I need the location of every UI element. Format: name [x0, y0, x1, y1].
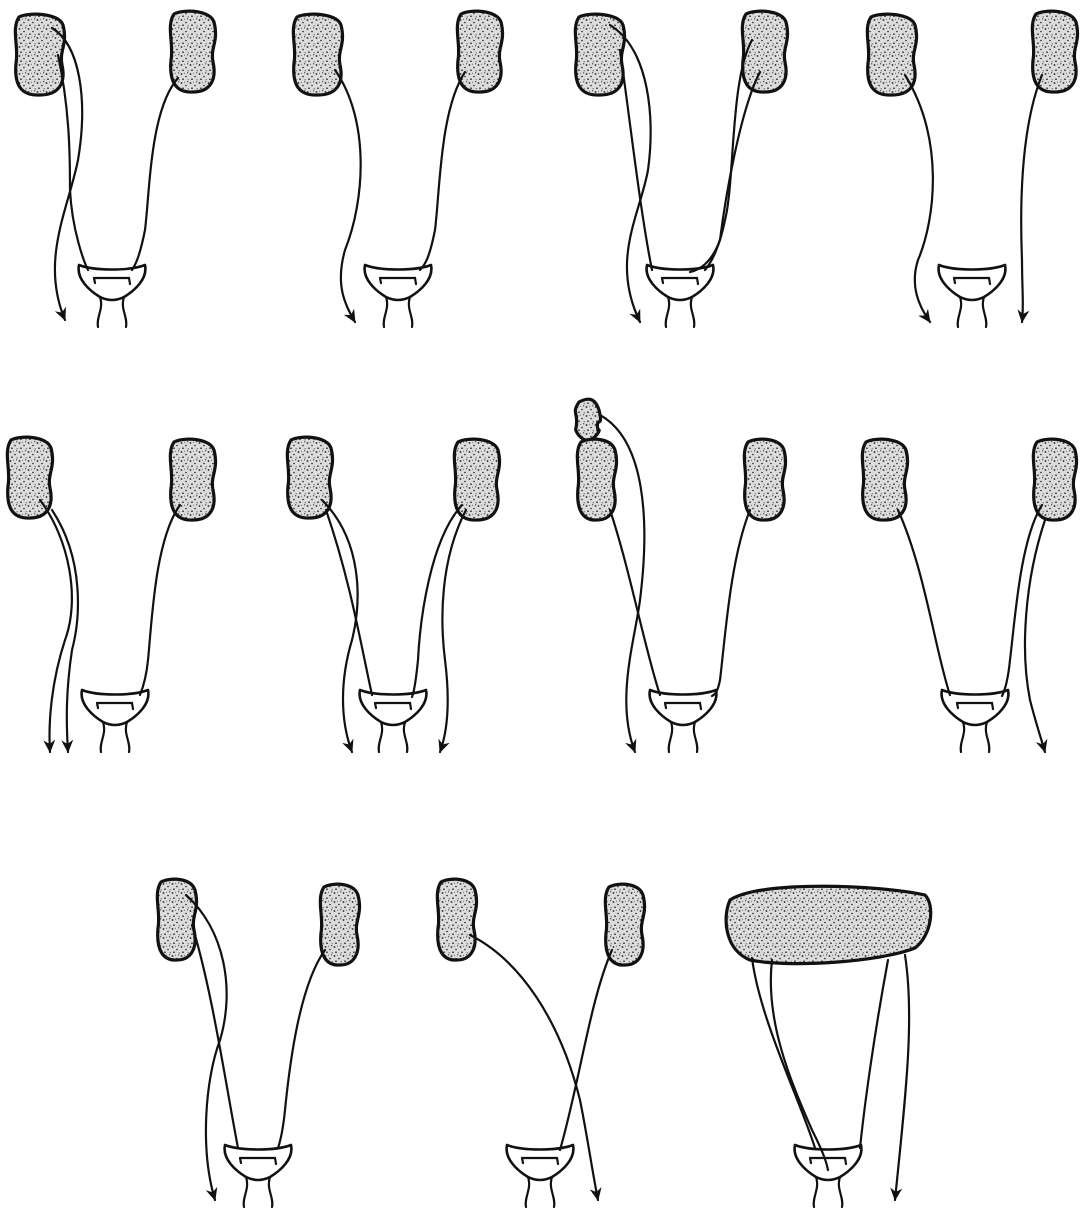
anomaly-panel-9 [157, 879, 359, 1207]
urethra [379, 722, 408, 752]
anomaly-panel-2 [293, 11, 502, 327]
urethra [958, 297, 987, 327]
left-ureter [58, 55, 88, 270]
bladder [647, 265, 714, 300]
bladder [942, 690, 1009, 725]
left-kidney [862, 439, 907, 520]
bladder [365, 265, 432, 300]
right-ureter [712, 510, 750, 696]
right-ureter-2 [690, 72, 760, 272]
bladder [360, 690, 427, 725]
left-kidney [287, 437, 332, 518]
right-ureter [412, 505, 462, 697]
ectopic-ureter [335, 70, 361, 322]
urethra [961, 722, 990, 752]
bladder [82, 690, 149, 725]
anomaly-panel-1 [15, 11, 215, 327]
left-ureter [326, 510, 372, 695]
ectopic-ureter-2 [52, 510, 78, 752]
urethra [666, 297, 695, 327]
left-ureter [620, 50, 652, 270]
left-ureter [192, 925, 238, 1148]
left-ureter [610, 510, 660, 695]
anomaly-panel-6 [287, 437, 499, 752]
ectopic-ureter-right [440, 510, 466, 752]
left-kidney [7, 437, 52, 518]
ectopic-ureter-right [1021, 75, 1042, 322]
anomaly-panel-3 [575, 11, 787, 327]
right-ureter [860, 960, 888, 1148]
left-kidney [293, 14, 342, 95]
anomaly-panel-10 [437, 879, 644, 1207]
horseshoe-kidney [726, 886, 931, 963]
right-ureter [420, 72, 465, 270]
left-kidney [157, 879, 196, 960]
supernumerary-kidney [575, 399, 600, 440]
urethra [526, 1177, 555, 1207]
bladder [225, 1145, 292, 1180]
anomaly-panel-7 [575, 399, 785, 752]
right-ureter [1002, 505, 1042, 696]
bladder [507, 1145, 574, 1180]
right-ureter [132, 78, 178, 270]
right-ureter [140, 505, 180, 695]
ectopic-ureter-left [905, 75, 933, 322]
anomaly-panel-11 [726, 886, 931, 1207]
right-ureter [560, 950, 612, 1150]
ectopic-ureter-left [322, 500, 358, 752]
right-kidney [454, 439, 499, 520]
ectopic-ureter-right [895, 955, 909, 1200]
urethra [384, 297, 413, 327]
urethra [101, 722, 130, 752]
ectopic-ureter-right [1025, 520, 1045, 752]
anomaly-panel-5 [7, 437, 215, 752]
left-kidney [575, 14, 624, 95]
right-ureter [278, 950, 325, 1148]
urethra [244, 1177, 273, 1207]
bladder [939, 265, 1006, 300]
left-ureter [898, 510, 950, 695]
anomaly-panel-4 [867, 11, 1077, 327]
bladder [795, 1145, 862, 1180]
urethra [814, 1177, 843, 1207]
right-kidney [320, 884, 359, 965]
left-kidney [437, 879, 476, 960]
left-kidney [577, 439, 616, 520]
right-kidney [742, 11, 787, 92]
left-ureter-2 [771, 960, 828, 1170]
right-kidney [744, 439, 785, 520]
urethra [98, 297, 127, 327]
right-kidney [457, 11, 502, 92]
anomaly-panel-8 [862, 439, 1076, 752]
urethra [669, 722, 698, 752]
